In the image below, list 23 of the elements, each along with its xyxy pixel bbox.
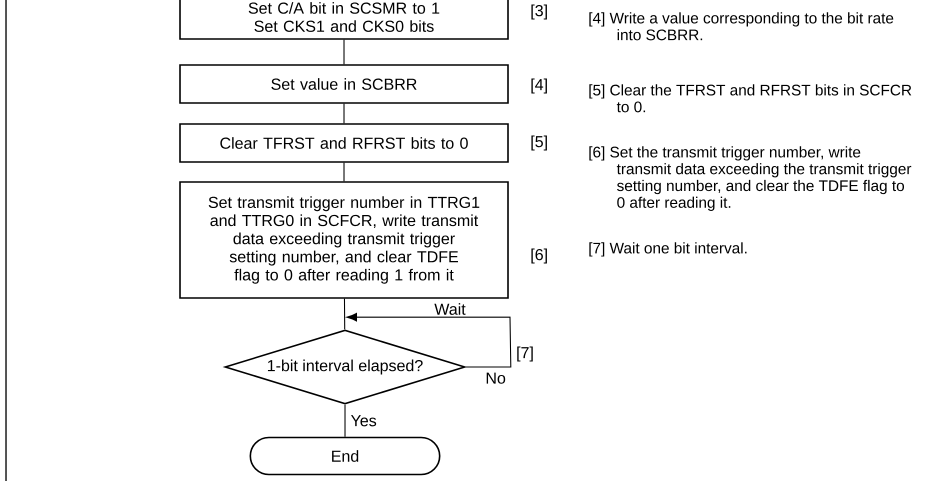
process-box: Set C/A bit in SCSMR to 1 Set CKS1 and CKS0 bits: [179, 0, 509, 40]
connector-line: [343, 104, 345, 124]
process-box: Set value in SCBRR: [179, 64, 509, 104]
connector-line: [343, 40, 345, 64]
text-label: [7]: [517, 346, 533, 362]
connector-line: [344, 404, 346, 437]
step-number: [4]: [531, 78, 547, 94]
step-number: [3]: [531, 4, 547, 20]
connector-line: [343, 162, 345, 182]
connector-line: [344, 298, 346, 330]
note-text: [7] Wait one bit interval.: [589, 242, 746, 257]
text-label: Wait: [434, 303, 466, 315]
note-text: [6] Set the transmit trigger number, write transmit data exceeding the transmit trigger setting number, and clear the TDFE flag to 0 after reading it.: [589, 146, 912, 211]
step-number: [5]: [531, 136, 547, 150]
process-box: Set transmit trigger number in TTRG1 and TTRG0 in SCFCR, write transmit data exceeding transmit trigger setting number, and clear TDFE flag to 0 after reading 1 from it: [179, 181, 509, 299]
loop-arrow: [346, 312, 512, 368]
process-box: Clear TFRST and RFRST bits to 0: [179, 123, 509, 163]
edge-label: Yes: [349, 414, 378, 428]
note-text: [4] Write a value corresponding to the bit rate into SCBRR.: [589, 12, 894, 40]
end-terminal: End: [250, 436, 440, 476]
note-text: [5] Clear the TFRST and RFRST bits in SCFCR to 0.: [589, 84, 912, 112]
step-number: [6]: [531, 248, 547, 264]
edge-label: No: [486, 372, 506, 384]
